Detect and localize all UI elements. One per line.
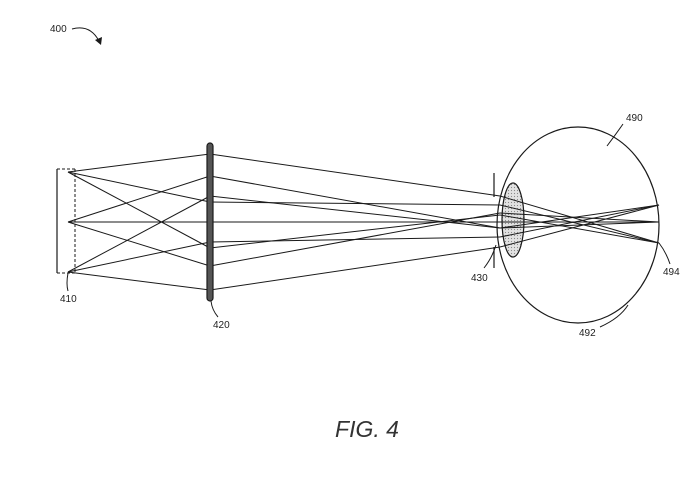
lens-element xyxy=(206,142,214,302)
figure-number-label: 400 xyxy=(50,24,67,35)
pupil-leader xyxy=(483,244,497,269)
figure-number-arrowhead xyxy=(95,37,102,45)
figure-number-arrow xyxy=(71,27,100,42)
retina-leader xyxy=(658,242,671,265)
lens-leader xyxy=(210,300,219,318)
eye-lens-label: 492 xyxy=(579,328,596,339)
display-label: 410 xyxy=(60,294,77,305)
eye-lens-leader xyxy=(599,304,629,328)
pupil-label: 430 xyxy=(471,273,488,284)
incident-rays xyxy=(67,153,211,291)
eye-label: 490 xyxy=(626,113,643,124)
transmitted-rays xyxy=(209,153,501,291)
display-leader xyxy=(66,272,69,292)
eye-leader xyxy=(606,123,624,147)
eye-globe xyxy=(496,126,660,324)
retina-label: 494 xyxy=(663,267,680,278)
intraocular-rays xyxy=(499,195,660,248)
figure-caption: FIG. 4 xyxy=(335,416,399,442)
lens-label: 420 xyxy=(213,320,230,331)
